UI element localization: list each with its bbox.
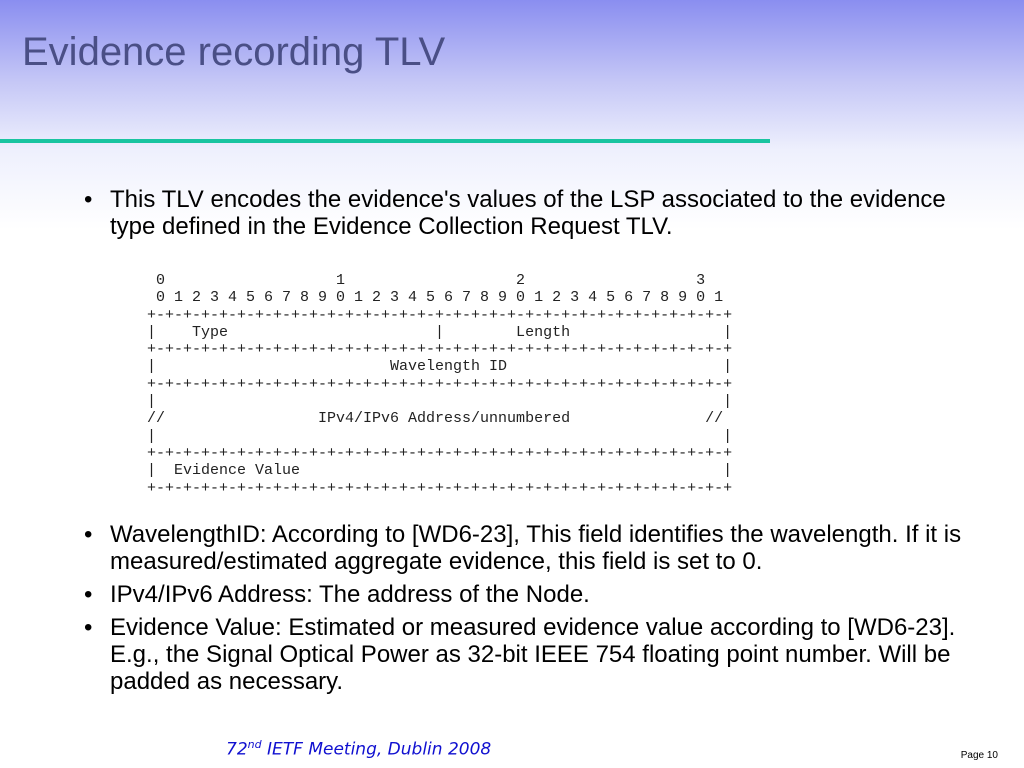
bullet-item: WavelengthID: According to [WD6-23], Thi… [84,521,990,575]
page-number: Page 10 [960,750,998,761]
bullet-item: IPv4/IPv6 Address: The address of the No… [84,581,990,608]
meeting-number: 72 [226,739,248,760]
bullet-list-top: This TLV encodes the evidence's values o… [84,186,990,246]
tlv-packet-diagram: 0 1 2 3 0 1 2 3 4 5 6 7 8 9 0 1 2 3 4 5 … [147,272,733,497]
meeting-suffix: nd [247,738,262,751]
bullet-list-bottom: WavelengthID: According to [WD6-23], Thi… [84,521,990,701]
title-divider [0,139,770,143]
footer-meeting: 72nd IETF Meeting, Dublin 2008 [226,738,491,760]
slide-title: Evidence recording TLV [22,30,446,74]
meeting-text: IETF Meeting, Dublin 2008 [261,739,492,760]
bullet-item: Evidence Value: Estimated or measured ev… [84,614,990,695]
bullet-item: This TLV encodes the evidence's values o… [84,186,990,240]
